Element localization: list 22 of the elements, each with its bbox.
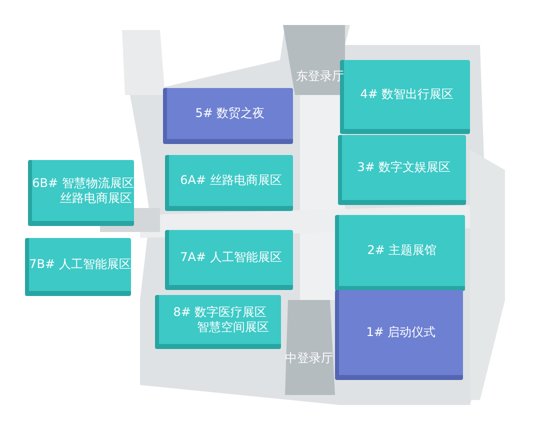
hall-label: 5# 数贸之夜 [195, 106, 265, 121]
hall-label: 6B# 智慧物流展区 [32, 176, 134, 190]
hall-label: 4# 数智出行展区 [360, 87, 454, 102]
hall-box [335, 290, 463, 380]
hall-box [165, 230, 293, 290]
hall-box [28, 160, 134, 226]
hall-box [155, 295, 281, 349]
hall-box [163, 88, 293, 144]
hall-label: 6A# 丝路电商展区 [180, 173, 282, 188]
hall-label: 7A# 人工智能展区 [180, 250, 282, 265]
hall-box [338, 135, 466, 205]
hall-label: 智慧空间展区 [196, 320, 269, 334]
entrance-label: 中登录厅 [285, 350, 333, 367]
hall-label: 2# 主题展馆 [367, 243, 437, 258]
hall-label: 3# 数字文娱展区 [357, 160, 451, 175]
hall-label: 8# 数字医疗展区 [173, 304, 267, 320]
hall-label: 丝路电商展区 [59, 190, 132, 206]
hall-box [25, 238, 131, 296]
hall-box [335, 215, 465, 291]
hall-label: 7B# 人工智能展区 [29, 257, 131, 272]
hall-label: 1# 启动仪式 [366, 325, 436, 340]
hall-box [165, 155, 293, 211]
